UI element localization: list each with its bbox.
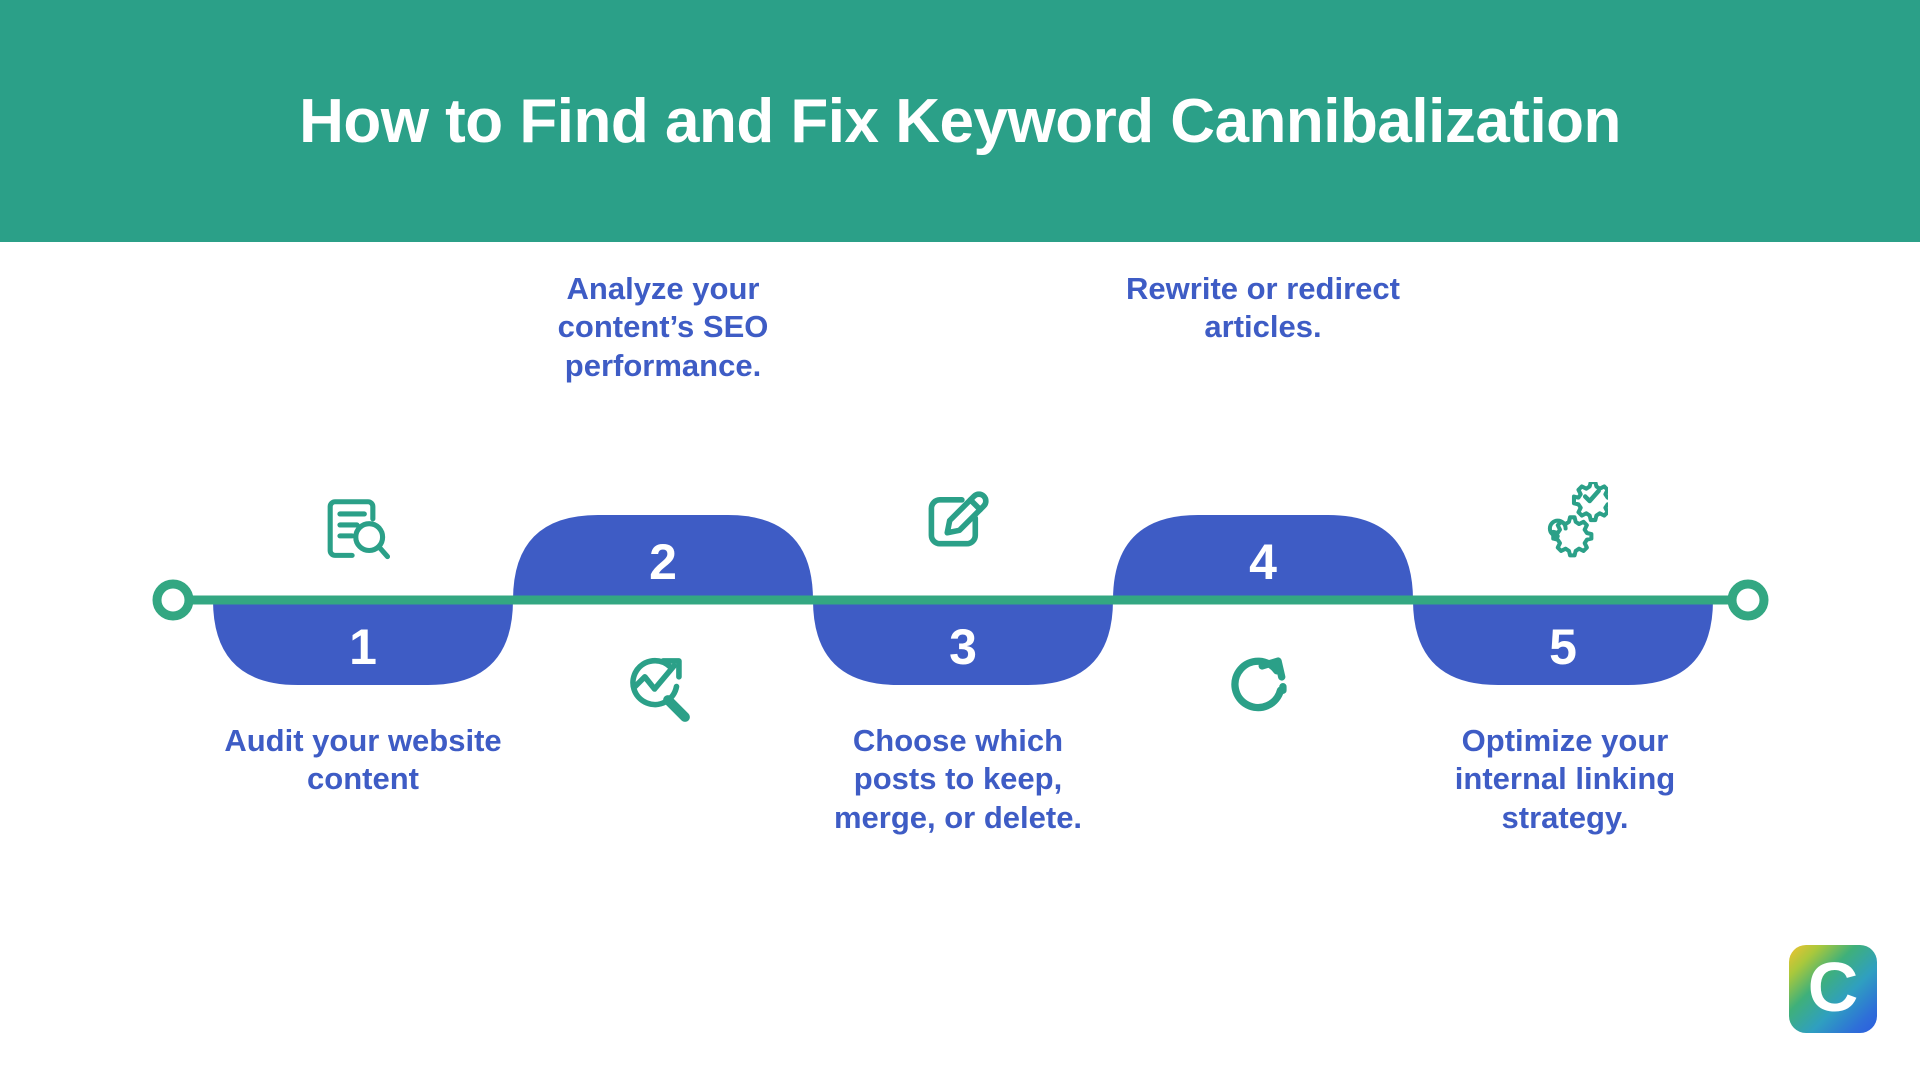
step-caption-1: Audit your website content <box>224 723 502 797</box>
analytics-magnifier-icon <box>618 650 696 728</box>
timeline-end-marker <box>1727 579 1769 621</box>
page-title: How to Find and Fix Keyword Cannibalizat… <box>299 86 1621 156</box>
document-search-icon <box>318 492 396 570</box>
step-bump-5 <box>1413 600 1713 685</box>
brand-logo[interactable]: C <box>1789 945 1877 1033</box>
gears-check-icon <box>1530 482 1608 560</box>
brand-logo-letter: C <box>1807 948 1859 1026</box>
step-number-3: 3 <box>949 619 977 675</box>
timeline-graphic <box>152 515 1769 685</box>
step-number-2: 2 <box>649 534 677 590</box>
edit-pencil-square-icon <box>918 484 996 562</box>
step-bump-1 <box>213 600 513 685</box>
step-number-4: 4 <box>1249 534 1277 590</box>
refresh-redirect-icon <box>1222 644 1300 722</box>
timeline-start-marker <box>152 579 194 621</box>
step-caption-2: Analyze your content’s SEO performance. <box>557 271 769 383</box>
step-caption-4: Rewrite or redirect articles. <box>1126 271 1400 345</box>
step-number-1: 1 <box>349 619 377 675</box>
header-banner: How to Find and Fix Keyword Cannibalizat… <box>0 0 1920 242</box>
step-bump-2 <box>513 515 813 600</box>
step-caption-5: Optimize your internal linking strategy. <box>1454 723 1676 835</box>
timeline-region: 1 2 3 4 5 Audit your website content Ana… <box>0 242 1920 1080</box>
step-bump-3 <box>813 600 1113 685</box>
step-number-5: 5 <box>1549 619 1577 675</box>
step-bump-4 <box>1113 515 1413 600</box>
step-caption-3: Choose which posts to keep, merge, or de… <box>833 723 1083 835</box>
